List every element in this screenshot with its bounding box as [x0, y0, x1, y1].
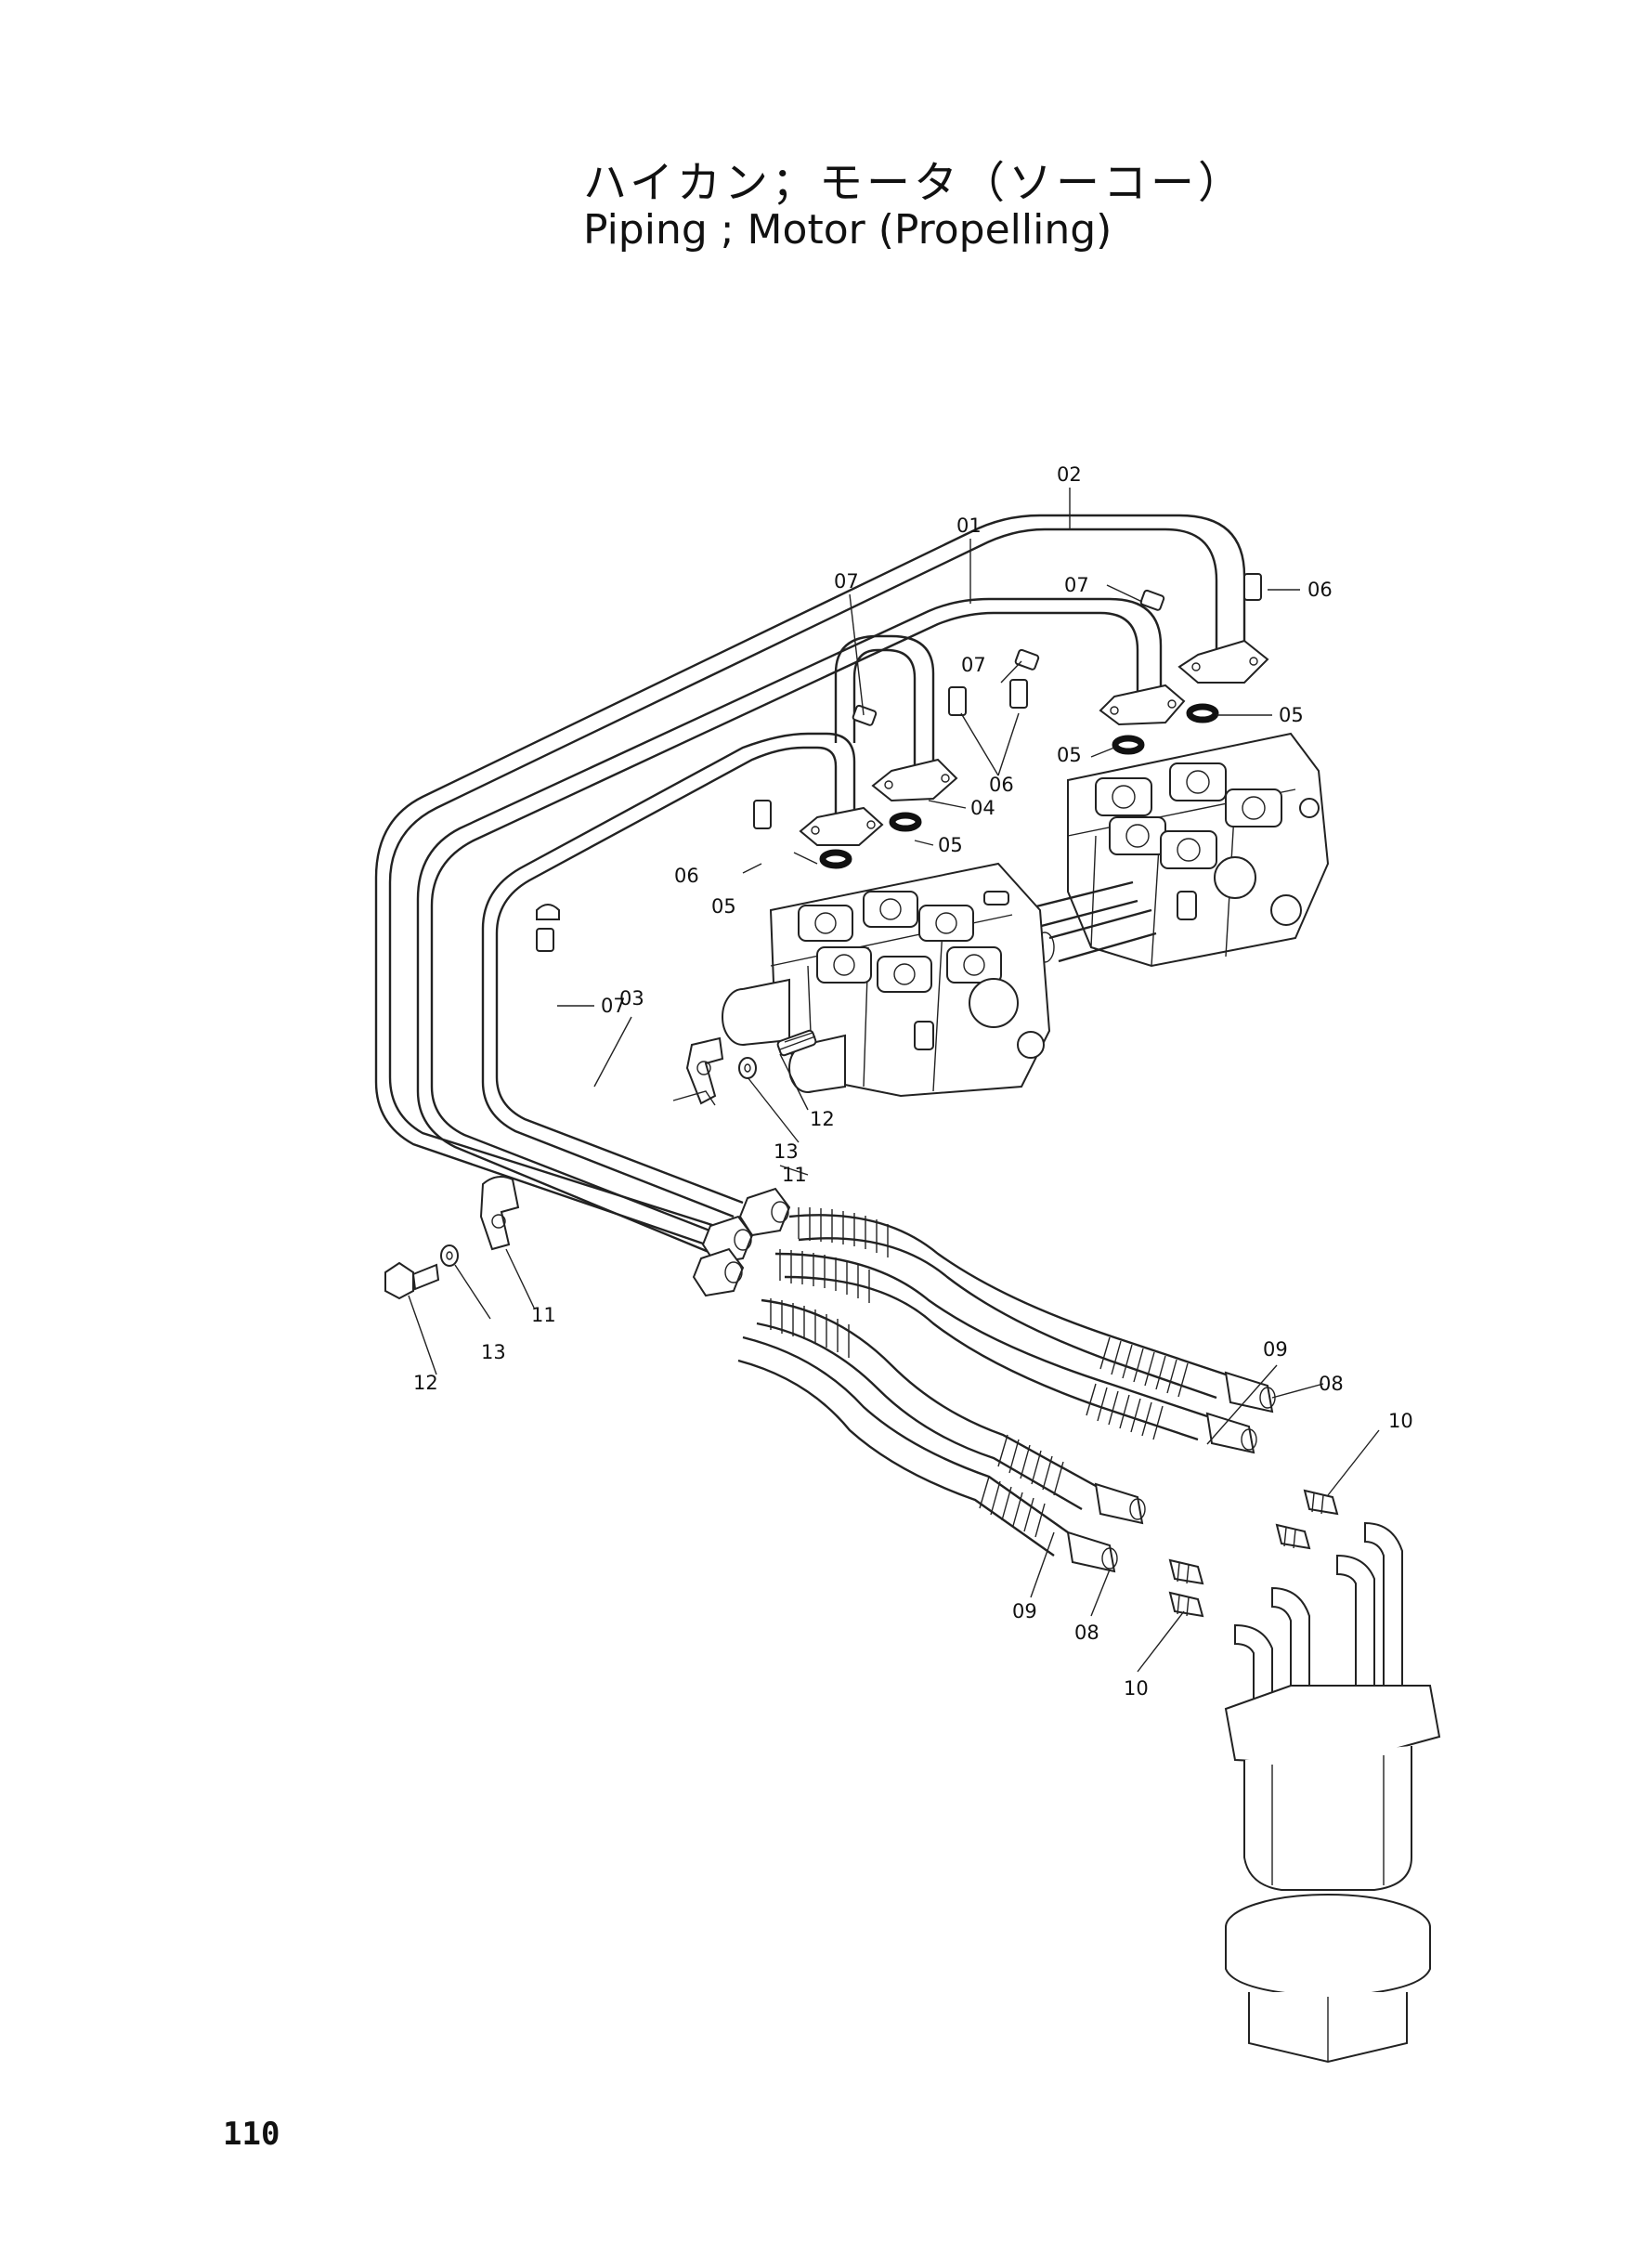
travel-motor: [1224, 1685, 1441, 2064]
clamp-11-upper: [672, 1036, 724, 1106]
adapter-10: [1168, 1489, 1339, 1618]
control-valve-right: [1067, 732, 1330, 968]
control-valve-left: [722, 862, 1051, 1098]
flange-03: [799, 806, 884, 846]
callout-02: 02: [1057, 463, 1082, 486]
callout-11-a: 11: [782, 1164, 807, 1186]
pipe-02: [374, 514, 1246, 1246]
callout-03: 03: [619, 987, 644, 1010]
clamp-11-lower: [479, 1175, 520, 1251]
callout-09-a: 09: [1263, 1338, 1288, 1361]
callout-07-c: 07: [961, 654, 986, 676]
valve-tubes: [1002, 880, 1157, 963]
callout-06-a: 06: [1307, 579, 1333, 601]
callout-04: 04: [970, 797, 995, 819]
hose-fitting-08: [1066, 1371, 1276, 1573]
callout-12-a: 12: [810, 1108, 835, 1130]
callout-05-d: 05: [711, 895, 736, 918]
hose-09-lower: [737, 1298, 1097, 1557]
callout-13-b: 13: [481, 1341, 506, 1363]
callout-09-b: 09: [1012, 1600, 1037, 1622]
pipe-04: [834, 634, 935, 771]
washer-13-upper: [738, 1057, 757, 1079]
fitting-12-upper: [776, 1029, 817, 1057]
pipe-01: [416, 597, 1163, 1260]
pipe-end-nuts: [692, 1187, 791, 1297]
callout-05-c: 05: [938, 834, 963, 856]
callout-07-d: 07: [601, 995, 626, 1017]
spring-guards: [770, 1207, 1189, 1538]
callout-05-a: 05: [1279, 704, 1304, 726]
callout-10-a: 10: [1388, 1410, 1413, 1432]
pipe-03: [481, 732, 856, 1218]
callout-11-b: 11: [531, 1304, 556, 1326]
callout-12-b: 12: [413, 1372, 438, 1394]
callout-07-b: 07: [1064, 574, 1089, 596]
flange-02: [1177, 639, 1269, 684]
callout-08-a: 08: [1319, 1373, 1344, 1395]
o-ring-05: [819, 703, 1219, 869]
page-title-japanese: ハイカン；モータ（ソーコー）: [583, 158, 1246, 209]
callout-07-a: 07: [834, 570, 859, 593]
callout-labels: 02 01 07 07 06 07 05 05 06 04 05 06 05 0…: [413, 463, 1413, 1700]
callout-01: 01: [956, 515, 982, 537]
leader-lines: [408, 488, 1380, 1673]
callout-06-c: 06: [674, 865, 699, 887]
bolt-12-lower: [384, 1261, 440, 1300]
flange-01: [1099, 684, 1186, 726]
flange-04: [871, 758, 958, 802]
callout-06-b: 06: [989, 774, 1014, 796]
page-title-english: Piping ; Motor (Propelling): [583, 206, 1112, 254]
bolt-06: [753, 573, 1262, 829]
callout-10-b: 10: [1124, 1677, 1149, 1700]
page-number: 110: [223, 2116, 280, 2153]
washer-13-lower: [440, 1244, 459, 1267]
plug-07: [536, 589, 1165, 952]
callout-13-a: 13: [774, 1140, 799, 1163]
callout-05-b: 05: [1057, 744, 1082, 766]
callout-08-b: 08: [1074, 1622, 1099, 1644]
elbows: [1234, 1521, 1403, 1710]
